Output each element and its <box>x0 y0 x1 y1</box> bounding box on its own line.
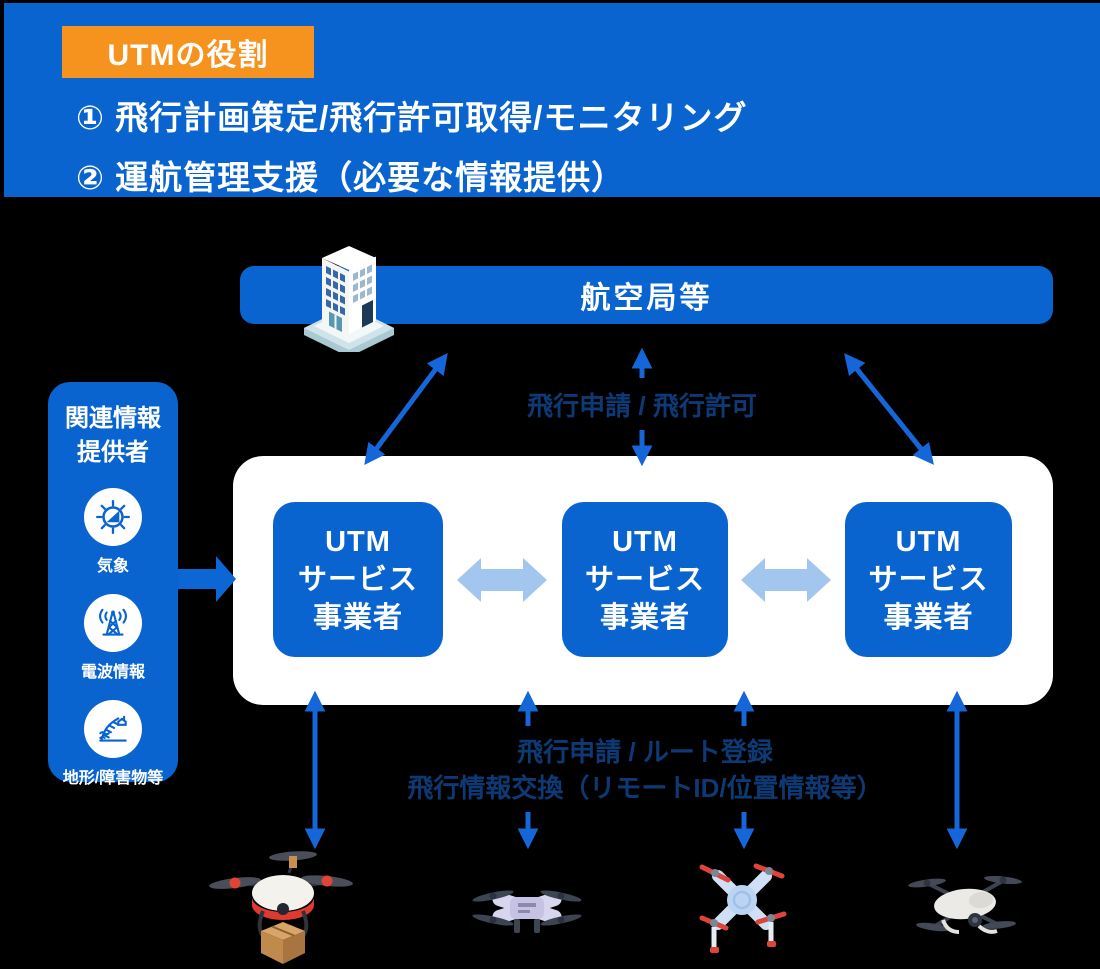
utm-box-3-line1: UTM <box>895 525 962 558</box>
role-item-1: ① 飛行計画策定/飛行許可取得/モニタリング <box>76 99 748 136</box>
utm-box-2-line2: サービス <box>584 563 705 596</box>
gray-camera-drone-icon <box>908 875 1022 934</box>
arrow-authority-right <box>844 353 934 465</box>
provider-label-radio: 電波情報 <box>80 664 145 681</box>
radio-tower-icon <box>83 594 142 652</box>
utm-service-box-2: UTM サービス 事業者 <box>562 502 728 657</box>
info-providers-title: 関連情報 提供者 <box>65 402 161 470</box>
utm-box-2-line3: 事業者 <box>599 601 690 634</box>
info-providers-title-line1: 関連情報 <box>65 405 161 432</box>
purple-quadcopter-icon <box>472 890 582 933</box>
role-item-2: ② 運航管理支援（必要な情報提供） <box>76 159 626 196</box>
flight-info-exchange-label: 飛行情報交換（リモートID/位置情報等） <box>407 773 883 803</box>
arrow-provider-feed <box>178 556 236 602</box>
utm-service-box-3: UTM サービス 事業者 <box>845 502 1012 657</box>
utm-box-2-line1: UTM <box>612 525 678 558</box>
role-badge: UTMの役割 <box>62 26 314 78</box>
weather-icon <box>84 488 142 546</box>
delivery-drone-icon <box>209 851 353 964</box>
red-prop-drone-icon <box>699 863 787 953</box>
route-registration-label: 飛行申請 / ルート登録 <box>517 737 773 767</box>
utm-box-3-line3: 事業者 <box>883 601 974 634</box>
role-banner: UTMの役割 ① 飛行計画策定/飛行許可取得/モニタリング ② 運航管理支援（必… <box>4 3 1100 197</box>
building-icon <box>304 246 394 352</box>
info-providers-panel: 関連情報 提供者 気象 <box>48 382 178 787</box>
provider-item-weather: 気象 <box>84 488 142 576</box>
terrain-icon <box>83 700 142 758</box>
info-providers-title-line2: 提供者 <box>77 439 149 466</box>
provider-item-terrain: 地形/障害物等 <box>63 700 163 788</box>
utm-service-box-1: UTM サービス 事業者 <box>273 502 443 657</box>
provider-item-radio: 電波情報 <box>81 594 145 682</box>
arrow-authority-left <box>364 352 448 466</box>
utm-box-1-line2: サービス <box>297 563 418 596</box>
aviation-authority-label: 航空局等 <box>580 282 713 315</box>
flight-request-permit-label: 飛行申請 / 飛行許可 <box>527 391 757 421</box>
utm-box-3-line2: サービス <box>868 563 989 596</box>
utm-box-1-line1: UTM <box>325 525 391 558</box>
utm-box-1-line3: 事業者 <box>312 601 403 634</box>
provider-label-weather: 気象 <box>96 558 129 575</box>
provider-label-terrain: 地形/障害物等 <box>62 770 164 787</box>
